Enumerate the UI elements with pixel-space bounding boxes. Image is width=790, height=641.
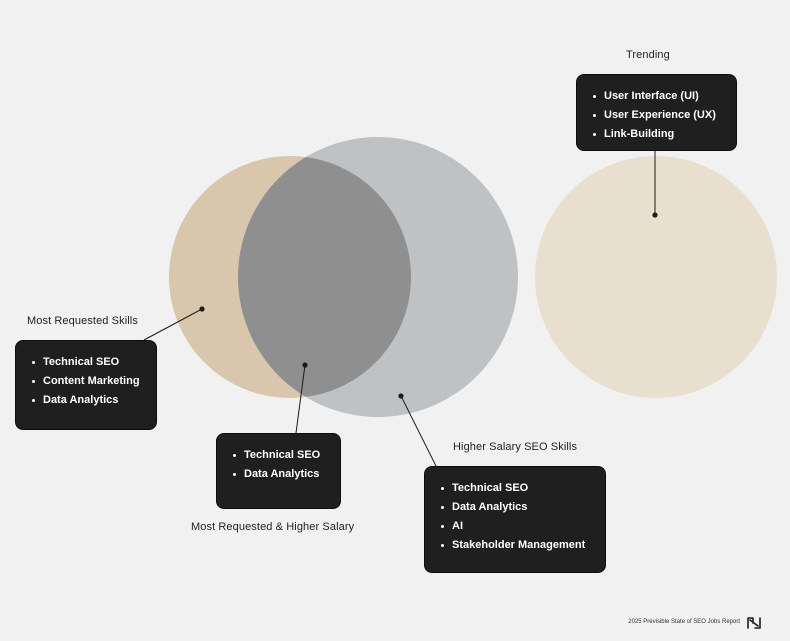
list-item: User Interface (UI) (593, 87, 722, 106)
trending-circle (535, 156, 777, 398)
connector-higher-salary (400, 395, 437, 467)
higher-salary-caption: Higher Salary SEO Skills (453, 441, 578, 453)
previsible-logo-icon (747, 617, 761, 629)
list-item: Technical SEO (441, 479, 591, 498)
most-requested-caption: Most Requested Skills (27, 315, 138, 327)
list-item: Stakeholder Management (441, 536, 591, 555)
overlap-caption: Most Requested & Higher Salary (191, 521, 355, 533)
overlap-box: Technical SEO Data Analytics (216, 433, 341, 509)
list-item: User Experience (UX) (593, 106, 722, 125)
connector-dot-higher-salary (398, 393, 404, 399)
list-item: Data Analytics (233, 465, 326, 484)
footer-credit: 2025 Previsible State of SEO Jobs Report (628, 619, 740, 625)
list-item: Data Analytics (32, 391, 142, 410)
list-item: Data Analytics (441, 498, 591, 517)
trending-list: User Interface (UI) User Experience (UX)… (593, 87, 722, 144)
connector-most-requested (143, 308, 203, 341)
overlap-list: Technical SEO Data Analytics (233, 446, 326, 484)
higher-salary-box: Technical SEO Data Analytics AI Stakehol… (424, 466, 606, 573)
trending-caption: Trending (626, 49, 670, 61)
connector-dot-overlap (302, 362, 308, 368)
list-item: Technical SEO (32, 353, 142, 372)
list-item: Link-Building (593, 125, 722, 144)
connector-overlap (295, 364, 306, 434)
most-requested-list: Technical SEO Content Marketing Data Ana… (32, 353, 142, 410)
overlap-region (238, 156, 411, 398)
most-requested-box: Technical SEO Content Marketing Data Ana… (15, 340, 157, 430)
connector-dot-trending (652, 212, 658, 218)
trending-box: User Interface (UI) User Experience (UX)… (576, 74, 737, 151)
higher-salary-list: Technical SEO Data Analytics AI Stakehol… (441, 479, 591, 555)
list-item: Content Marketing (32, 372, 142, 391)
list-item: Technical SEO (233, 446, 326, 465)
list-item: AI (441, 517, 591, 536)
connector-dot-most-requested (199, 306, 205, 312)
